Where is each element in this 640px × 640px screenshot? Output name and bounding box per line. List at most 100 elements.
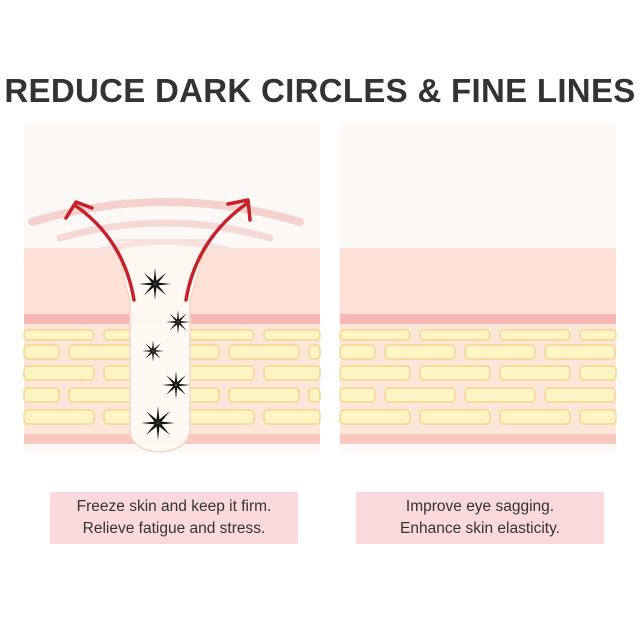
wave-arcs bbox=[28, 198, 304, 255]
skin-cell bbox=[23, 409, 95, 425]
skin-cell bbox=[339, 387, 376, 403]
red-arrow-icon bbox=[74, 204, 136, 302]
sparkle-ray bbox=[158, 423, 171, 436]
skin-cell bbox=[23, 387, 60, 403]
skin-cell bbox=[183, 365, 255, 381]
sparkle-ray bbox=[153, 351, 161, 359]
sparkle-ray bbox=[143, 272, 155, 284]
skin-cell bbox=[384, 344, 456, 360]
right-dermis-band bbox=[340, 314, 616, 324]
sparkle-ray bbox=[155, 284, 167, 296]
sparkle-group bbox=[139, 268, 190, 440]
sparkle-ray bbox=[166, 375, 176, 385]
skin-cell bbox=[263, 409, 321, 425]
sparkle-ray bbox=[176, 383, 190, 387]
skin-cell bbox=[228, 344, 300, 360]
sparkle-ray bbox=[155, 282, 171, 286]
sparkle-ray bbox=[153, 350, 164, 352]
black-sparkle-icon bbox=[141, 406, 175, 440]
right-caption-box: Improve eye sagging. Enhance skin elasti… bbox=[356, 492, 604, 544]
black-sparkle-icon bbox=[139, 268, 171, 300]
sparkle-ray bbox=[145, 351, 153, 359]
skin-cell bbox=[339, 329, 411, 341]
sparkle-ray bbox=[176, 385, 186, 395]
left-caption-line-2: Relieve fatigue and stress. bbox=[82, 520, 266, 537]
sparkle-ray bbox=[158, 410, 171, 423]
sparkle-ray bbox=[174, 371, 178, 385]
skin-cell bbox=[579, 329, 617, 341]
red-arrow-icon bbox=[64, 200, 94, 220]
sparkle-ray bbox=[178, 320, 190, 324]
right-caption-line-1: Improve eye sagging. bbox=[405, 498, 555, 515]
skin-cell bbox=[579, 409, 617, 425]
sparkle-ray bbox=[178, 313, 187, 322]
skin-cell bbox=[464, 387, 536, 403]
sparkle-ray bbox=[176, 375, 186, 385]
right-cell-grid bbox=[339, 329, 617, 425]
skin-cell bbox=[419, 409, 491, 425]
sparkle-ray bbox=[141, 421, 158, 425]
sparkle-ray bbox=[145, 410, 158, 423]
skin-cell bbox=[544, 387, 616, 403]
sparkle-ray bbox=[176, 322, 180, 334]
sparkle-ray bbox=[139, 282, 155, 286]
skin-cell bbox=[23, 344, 60, 360]
sparkle-ray bbox=[142, 350, 153, 352]
sparkle-ray bbox=[145, 343, 153, 351]
page-title: REDUCE DARK CIRCLES & FINE LINES bbox=[4, 72, 636, 109]
skin-cell bbox=[339, 344, 376, 360]
right-caption-line-2: Enhance skin elasticity. bbox=[400, 520, 560, 537]
left-caption-box: Freeze skin and keep it firm. Relieve fa… bbox=[50, 492, 298, 544]
right-epidermis bbox=[340, 248, 616, 314]
skin-cell bbox=[23, 329, 95, 341]
black-sparkle-icon bbox=[166, 310, 190, 334]
sparkle-ray bbox=[153, 268, 157, 284]
skin-cell bbox=[339, 409, 411, 425]
left-caption-line-1: Freeze skin and keep it firm. bbox=[76, 498, 272, 515]
skin-cell bbox=[579, 365, 617, 381]
skin-cell bbox=[384, 387, 456, 403]
wave-arc bbox=[28, 198, 304, 226]
skin-cell bbox=[308, 344, 321, 360]
sparkle-ray bbox=[169, 313, 178, 322]
skin-cell bbox=[183, 409, 255, 425]
skin-cell bbox=[68, 387, 140, 403]
red-arrow-icon bbox=[226, 198, 252, 222]
right-skin-layers bbox=[339, 248, 617, 444]
black-sparkle-icon bbox=[162, 371, 190, 399]
skin-cell bbox=[23, 365, 95, 381]
skin-cell bbox=[419, 365, 491, 381]
skin-cell bbox=[499, 329, 571, 341]
sparkle-ray bbox=[156, 423, 160, 440]
sparkle-ray bbox=[158, 421, 175, 425]
skin-cell bbox=[499, 365, 571, 381]
sparkle-ray bbox=[176, 310, 180, 322]
skin-cell bbox=[263, 365, 321, 381]
sparkle-ray bbox=[145, 423, 158, 436]
sparkle-ray bbox=[169, 322, 178, 331]
sparkle-ray bbox=[152, 340, 154, 351]
skin-cell bbox=[419, 329, 491, 341]
skin-cell bbox=[544, 344, 616, 360]
skin-cell bbox=[263, 329, 321, 341]
sparkle-ray bbox=[152, 351, 154, 362]
skin-cell bbox=[183, 329, 255, 341]
skin-cell bbox=[464, 344, 536, 360]
sparkle-ray bbox=[178, 322, 187, 331]
wave-arc bbox=[56, 219, 274, 242]
lift-arrows bbox=[64, 198, 252, 302]
black-sparkle-icon bbox=[142, 340, 164, 362]
cooling-channel bbox=[117, 239, 207, 453]
skin-cell bbox=[68, 344, 140, 360]
sparkle-ray bbox=[166, 385, 176, 395]
left-cell-grid bbox=[23, 329, 321, 425]
skin-cell bbox=[308, 387, 321, 403]
sparkle-ray bbox=[153, 343, 161, 351]
red-arrow-icon bbox=[184, 202, 248, 302]
sparkle-ray bbox=[156, 406, 160, 423]
sparkle-ray bbox=[174, 385, 178, 399]
sparkle-ray bbox=[155, 272, 167, 284]
right-bottom-band bbox=[340, 434, 616, 444]
skin-cell bbox=[339, 365, 411, 381]
